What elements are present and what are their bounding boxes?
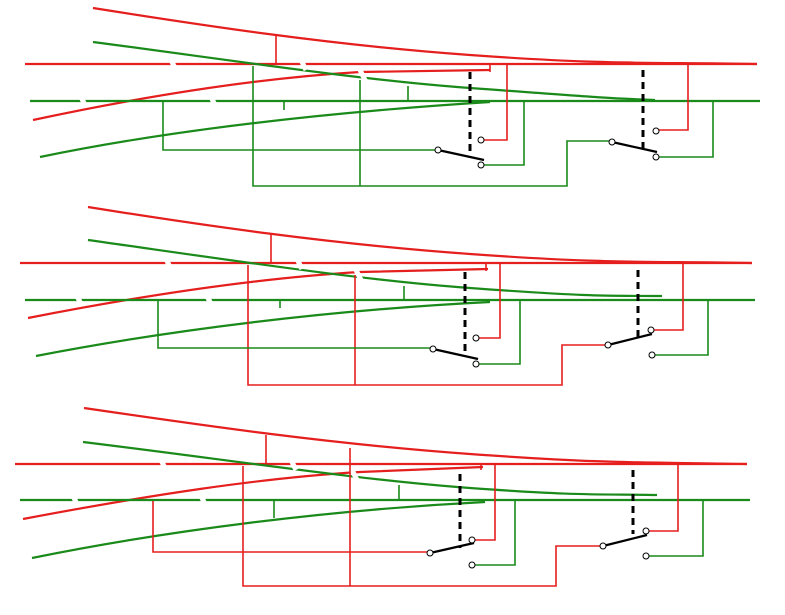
terminal xyxy=(652,127,660,135)
terminal xyxy=(434,146,442,154)
terminal xyxy=(652,153,660,161)
switch-motor-1[interactable] xyxy=(434,72,485,169)
terminal xyxy=(608,138,616,146)
green-feeders xyxy=(157,286,709,365)
switch-motor-2[interactable] xyxy=(604,270,656,359)
red-rail-lower-diverging xyxy=(32,68,491,122)
red-feeders xyxy=(152,435,679,587)
panel-middle xyxy=(20,205,755,386)
panel-bottom xyxy=(15,406,750,587)
terminal xyxy=(642,552,650,560)
rail-gaps xyxy=(73,255,365,308)
terminal xyxy=(468,536,476,544)
terminal xyxy=(477,136,485,144)
terminal xyxy=(468,561,476,569)
switch-motor-1[interactable] xyxy=(429,272,480,368)
terminal xyxy=(477,161,485,169)
green-rail-lower-diverging xyxy=(31,500,486,560)
terminal xyxy=(472,360,480,368)
terminal xyxy=(604,341,612,349)
terminal xyxy=(648,351,656,359)
green-rail-lower-diverging xyxy=(39,100,491,159)
terminal xyxy=(429,345,437,353)
terminal xyxy=(472,334,480,342)
terminal xyxy=(599,542,607,550)
green-rail-upper-diverging xyxy=(82,440,658,497)
red-rail-upper-diverging xyxy=(83,406,748,466)
terminal xyxy=(426,549,434,557)
green-rail-upper-diverging xyxy=(87,238,663,298)
red-rail-lower-diverging xyxy=(27,267,489,320)
panel-top xyxy=(25,6,760,187)
red-feeders xyxy=(275,35,689,141)
green-rail-upper-diverging xyxy=(92,40,656,102)
green-feeders xyxy=(273,485,704,566)
green-feeders xyxy=(162,66,714,187)
rail-gaps xyxy=(69,456,361,508)
switch-motor-2[interactable] xyxy=(599,470,650,560)
switch-motor-2[interactable] xyxy=(608,70,660,161)
terminal xyxy=(642,527,650,535)
red-feeders xyxy=(247,234,684,386)
terminal xyxy=(647,326,655,334)
green-rail-lower-diverging xyxy=(35,300,491,358)
red-rail-lower-diverging xyxy=(22,465,484,521)
rail-gaps xyxy=(77,56,369,109)
switch-motor-1[interactable] xyxy=(426,474,476,569)
